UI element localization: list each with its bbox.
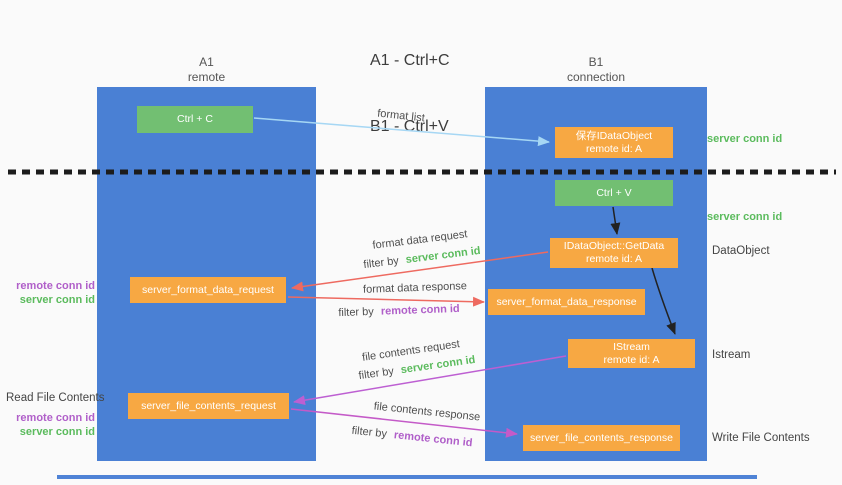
conn-id-pair-2: remote conn id server conn id	[5, 411, 95, 439]
read-file-contents-annotation: Read File Contents	[6, 392, 105, 404]
file-contents-response-text: file contents response	[373, 400, 481, 424]
format-data-response-arrow	[287, 296, 485, 307]
istream-line1: IStream	[613, 340, 650, 353]
filter-by-remote-conn-id-label-2: filter by remote conn id	[351, 425, 473, 450]
filter-by-remote-conn-id-label-1: filter by remote conn id	[338, 303, 460, 319]
ctrl-c-box: Ctrl + C	[137, 106, 253, 133]
dataobject-annotation: DataObject	[712, 245, 770, 257]
right-column-name: B1	[588, 55, 604, 69]
server-conn-id-text: server conn id	[405, 244, 482, 266]
server-conn-id-annotation-1: server conn id	[707, 133, 783, 145]
left-column-header: A1 remote	[97, 55, 316, 85]
ctrl-v-label: Ctrl + V	[596, 186, 632, 199]
format-data-response-text: format data response	[362, 280, 468, 296]
bottom-window-edge	[57, 475, 757, 479]
server-format-data-request-box: server_format_data_request	[130, 277, 286, 303]
filter-by-text: filter by	[357, 365, 395, 383]
istream-annotation: Istream	[712, 349, 751, 361]
save-dataobject-box: 保存IDataObject remote id: A	[555, 127, 673, 158]
ctrl-v-box: Ctrl + V	[555, 180, 673, 206]
ctrl-c-label: Ctrl + C	[177, 113, 213, 125]
format-data-response-label: format data response	[363, 280, 467, 296]
right-column-subtitle: connection	[566, 70, 626, 84]
remote-conn-id-annotation-1: remote conn id	[16, 280, 95, 292]
filter-by-text: filter by	[362, 254, 400, 272]
getdata-line2: remote id: A	[585, 253, 643, 265]
save-dataobject-line1: 保存IDataObject	[575, 129, 653, 142]
conn-id-pair-1: remote conn id server conn id	[5, 279, 95, 307]
title-line-1: A1 - Ctrl+C	[370, 52, 450, 69]
istream-box: IStream remote id: A	[568, 339, 695, 368]
server-file-contents-response-label: server_file_contents_response	[529, 431, 673, 444]
filter-by-text: filter by	[351, 424, 388, 441]
remote-conn-id-annotation-2: remote conn id	[16, 412, 95, 424]
istream-line2: remote id: A	[603, 353, 660, 366]
remote-conn-id-text: remote conn id	[380, 302, 460, 318]
server-file-contents-request-box: server_file_contents_request	[128, 393, 289, 419]
left-column-subtitle: remote	[187, 70, 226, 84]
write-file-contents-annotation: Write File Contents	[712, 432, 810, 444]
right-column-header: B1 connection	[485, 55, 707, 85]
file-contents-response-label: file contents response	[373, 400, 481, 423]
server-conn-id-annotation-4: server conn id	[19, 426, 95, 438]
remote-conn-id-text: remote conn id	[393, 429, 473, 450]
server-conn-id-annotation-2: server conn id	[707, 211, 783, 223]
server-conn-id-text: server conn id	[399, 353, 477, 377]
server-conn-id-annotation-3: server conn id	[19, 294, 95, 306]
diagram-title: A1 - Ctrl+C B1 - Ctrl+V	[370, 6, 450, 182]
server-format-data-request-label: server_format_data_request	[142, 283, 274, 296]
server-file-contents-response-box: server_file_contents_response	[523, 425, 680, 451]
server-file-contents-request-label: server_file_contents_request	[141, 399, 276, 412]
filter-by-text: filter by	[338, 305, 375, 320]
getdata-box: IDataObject::GetData remote id: A	[550, 238, 678, 268]
left-column-name: A1	[199, 55, 214, 69]
server-format-data-response-box: server_format_data_response	[488, 289, 645, 315]
save-dataobject-line2: remote id: A	[585, 142, 643, 155]
getdata-line1: IDataObject::GetData	[563, 240, 665, 252]
server-format-data-response-label: server_format_data_response	[496, 295, 637, 308]
